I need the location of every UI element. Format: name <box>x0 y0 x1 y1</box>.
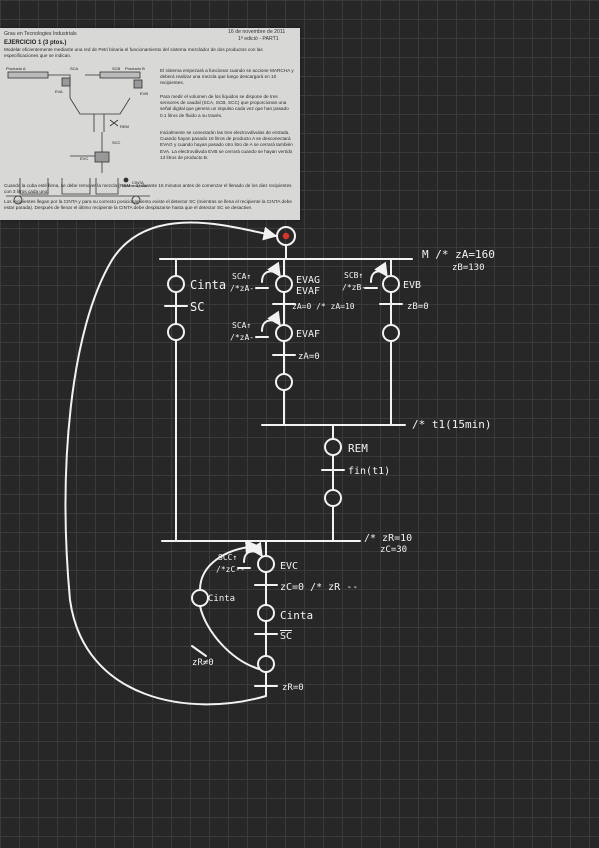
place-check-zr <box>257 655 275 673</box>
label-cinta-1: Cinta <box>190 278 226 292</box>
label-za-cond-2: zA=0 <box>298 352 320 362</box>
label-product-a: Producto A <box>6 66 26 71</box>
label-timer-start: /* t1(15min) <box>412 418 491 431</box>
place-cinta-2 <box>257 604 275 622</box>
place-b-done <box>382 324 400 342</box>
label-dec-c: /*zC-- <box>216 565 245 574</box>
label-dec-a1: /*zA-- <box>230 284 259 293</box>
place-evb <box>382 275 400 293</box>
label-zr-neq: zR≠0 <box>192 658 214 668</box>
place-a-done <box>275 373 293 391</box>
sheet-header-left: Grau en Tecnologies Industrials <box>4 31 77 37</box>
paragraph-3: Inicialmente se conectarán las tres elec… <box>160 130 293 160</box>
label-scb: SCB <box>112 66 121 71</box>
place-evaf <box>275 324 293 342</box>
paragraph-1: El sistema empezará a funcionar cuando s… <box>160 68 294 86</box>
label-scc: SCC↑ <box>218 553 237 562</box>
place-cinta-1 <box>167 275 185 293</box>
label-zc-cond: zC=0 /* zR -- <box>280 582 358 593</box>
place-evag-evaf <box>275 275 293 293</box>
label-zr-eq: zR=0 <box>282 683 304 693</box>
label-cycle-zc: zC=30 <box>380 545 407 555</box>
plant-schematic <box>6 71 150 205</box>
exercise-title: EJERCICIO 1 (3 ptos.) <box>4 40 67 46</box>
place-rem <box>324 438 342 456</box>
label-sca: SCA <box>70 66 79 71</box>
label-evb: EVB <box>140 91 149 96</box>
label-product-b: Producto B <box>125 66 145 71</box>
paragraph-4: Cuando la cuba esté llena, se debe remov… <box>4 183 292 195</box>
label-sc: SC <box>190 300 204 314</box>
paragraph-2: Para medir el volumen de los líquidos se… <box>160 94 289 118</box>
sheet-edition: 1ª edició - PART1 <box>238 36 279 42</box>
exercise-intro: Modelar eficientemente mediante una red … <box>4 47 263 59</box>
place-wait-left <box>167 323 185 341</box>
label-scc: SCC <box>112 140 121 145</box>
label-za-cond-1: zA=0 /* zA=10 <box>292 302 355 311</box>
label-evb: EVB <box>403 280 421 291</box>
label-rem: REM <box>120 124 129 129</box>
exercise-sheet: Grau en Tecnologies Industrials 16 de no… <box>0 28 300 220</box>
label-evaf-2: EVAF <box>296 329 320 340</box>
label-cinta: CINTA <box>132 180 144 185</box>
label-sc-neg: SC <box>280 631 292 642</box>
label-evc: EVC <box>80 156 89 161</box>
label-evag: EVAG <box>296 275 320 286</box>
label-cinta-side: Cinta <box>208 594 235 604</box>
label-cycle-zr: /* zR=10 <box>364 533 412 544</box>
label-t1: M /* zA=160 <box>422 248 495 261</box>
label-sca-2: SCA↑ <box>232 321 251 330</box>
label-sca-1: SCA↑ <box>232 272 251 281</box>
label-fin-t1: fin(t1) <box>348 466 390 477</box>
label-dec-b: /*zB-- <box>342 283 371 292</box>
paragraph-5: Los recipientes llegan por la CINTA y pa… <box>4 199 292 211</box>
place-evc <box>257 555 275 573</box>
sheet-header-right: 16 de novembre de 2011 <box>228 29 286 35</box>
label-t1-zb: zB=130 <box>452 263 485 273</box>
label-eva: EVA <box>55 89 63 94</box>
place-cinta-side <box>191 589 209 607</box>
label-cinta-2: Cinta <box>280 609 313 622</box>
label-rem: REM <box>348 442 368 455</box>
label-evaf-1: EVAF <box>296 286 320 297</box>
label-scb: SCB↑ <box>344 271 363 280</box>
token-initial <box>282 232 290 240</box>
label-dec-a2: /*zA-- <box>230 333 259 342</box>
label-evc: EVC <box>280 561 298 572</box>
place-rem-done <box>324 489 342 507</box>
label-zb-cond: zB=0 <box>407 302 429 312</box>
transition-zr-neq-0 <box>191 645 207 657</box>
